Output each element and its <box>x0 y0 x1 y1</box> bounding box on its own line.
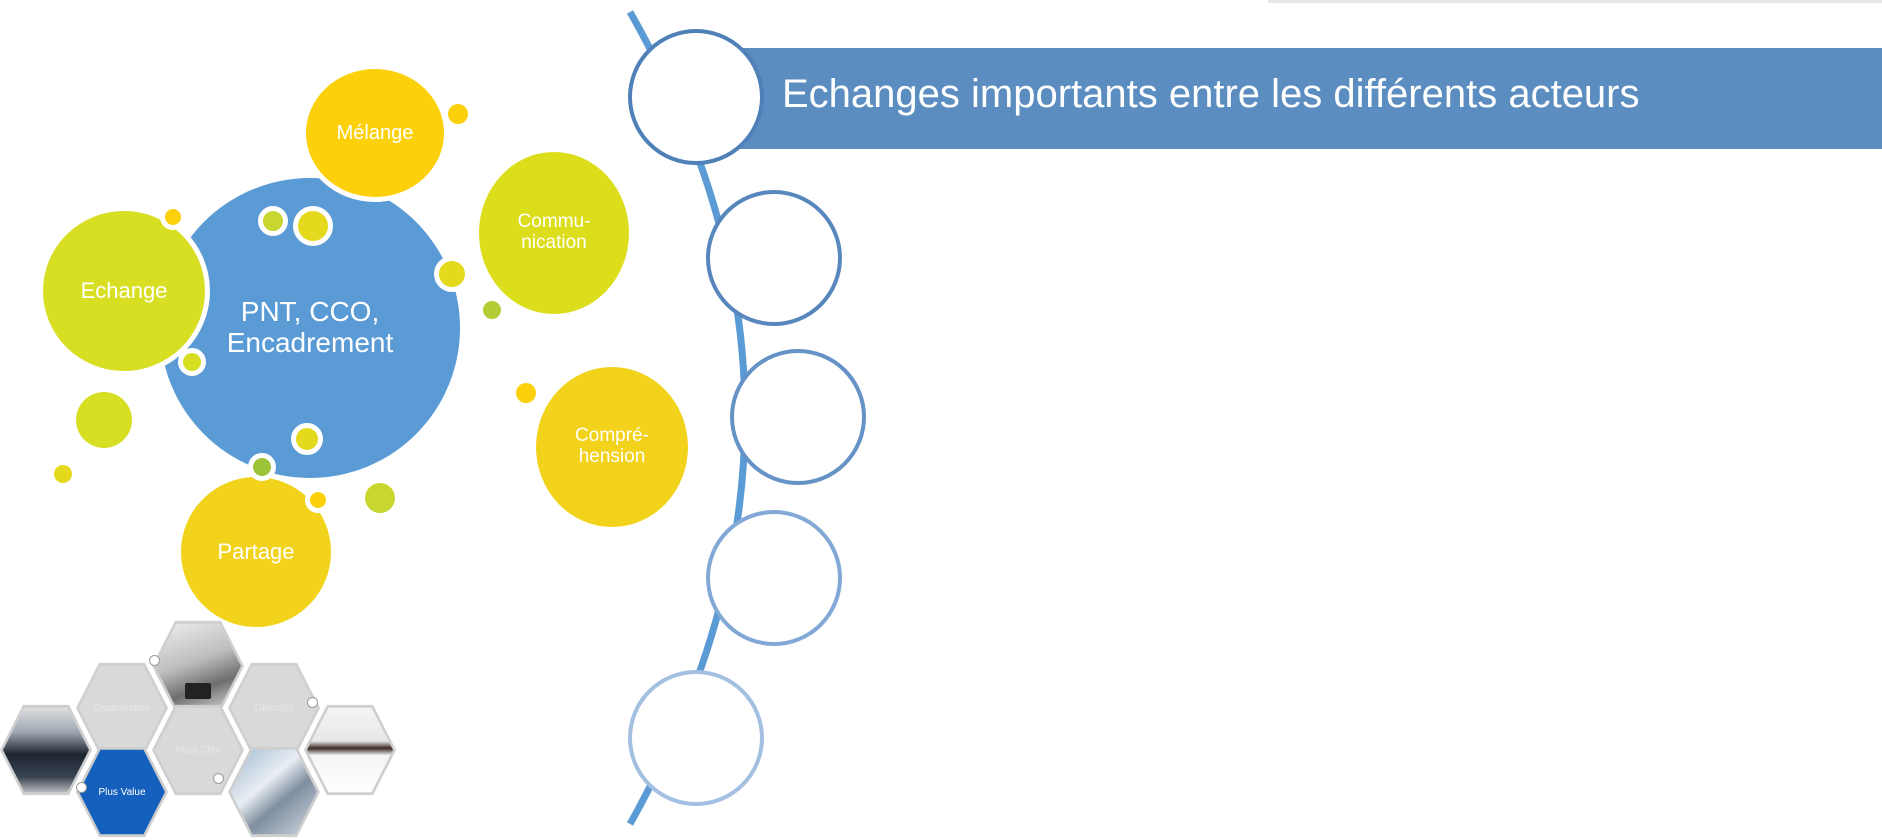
objectifs-label: Objectifs <box>254 702 294 714</box>
top-divider-line <box>1268 0 1882 3</box>
center-line-2: Encadrement <box>226 327 394 358</box>
timeline-node-4 <box>706 510 842 646</box>
hex-connector-dot <box>149 655 160 666</box>
partage-label: Partage <box>217 538 295 564</box>
hex-connector-dot <box>213 773 224 784</box>
hex-connector-dot <box>307 697 318 708</box>
mots-cles-label: Mots Clés <box>175 744 221 756</box>
plus-value-label: Plus Value <box>98 786 146 798</box>
communication-line-1: Commu- <box>517 211 591 233</box>
decor-dot <box>76 392 132 448</box>
decor-dot <box>293 206 333 246</box>
melange-label: Mélange <box>336 122 414 144</box>
decor-dot <box>434 256 470 292</box>
decor-dot <box>178 348 206 376</box>
decor-dot <box>516 383 536 403</box>
decor-dot <box>54 465 72 483</box>
comprehension-bubble: Compré- hension <box>536 367 688 527</box>
hex-connector-dot <box>76 782 87 793</box>
briefcase-icon <box>185 683 211 699</box>
organisation-label: Organisation <box>93 702 151 714</box>
header-bar <box>725 48 1882 149</box>
melange-bubble: Mélange <box>301 64 449 202</box>
center-line-1: PNT, CCO, <box>240 296 380 328</box>
decor-dot <box>483 301 501 319</box>
decor-dot <box>160 204 186 230</box>
echange-bubble: Echange <box>38 206 210 376</box>
timeline-node-2 <box>706 190 842 326</box>
comprehension-line-2: hension <box>578 446 646 467</box>
communication-bubble: Commu- nication <box>479 152 629 314</box>
header-title: Echanges importants entre les différents… <box>782 72 1640 116</box>
timeline-node-1 <box>628 29 764 165</box>
decor-dot <box>291 423 323 455</box>
comprehension-line-1: Compré- <box>575 425 649 447</box>
timeline-node-5 <box>628 670 764 806</box>
communication-line-2: nication <box>521 232 587 253</box>
decor-dot <box>448 104 468 124</box>
decor-dot <box>365 483 395 513</box>
decor-dot <box>258 206 288 236</box>
timeline-node-3 <box>730 349 866 485</box>
captain-photo-hex <box>307 707 393 793</box>
decor-dot <box>248 453 276 481</box>
echange-label: Echange <box>80 277 168 303</box>
decor-dot <box>305 487 331 513</box>
